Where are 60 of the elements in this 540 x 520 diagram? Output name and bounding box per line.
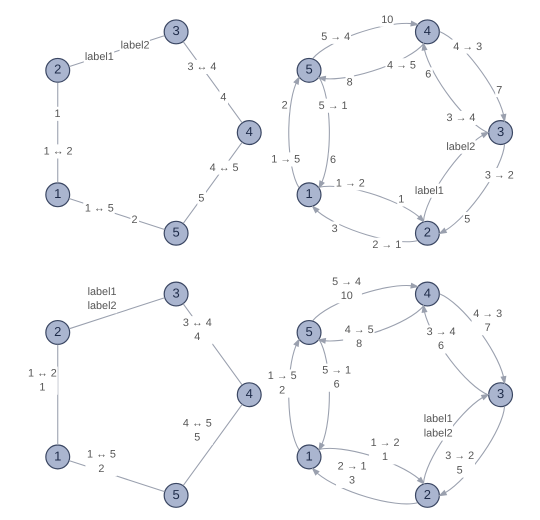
edge-label: 5 → 1	[318, 100, 348, 112]
edge-label: 3 → 2	[444, 450, 474, 462]
edge-label: 3	[348, 474, 355, 487]
edge-label: 1 → 2	[370, 436, 400, 449]
edge-label: 1	[398, 194, 404, 206]
edge-label: 7	[484, 322, 490, 334]
edge-label: 8	[356, 338, 362, 350]
edge-label: 2 → 1	[372, 239, 401, 252]
edge-label: 5	[194, 432, 200, 444]
edge-label: label1	[87, 286, 116, 298]
edge-label: label2	[87, 300, 116, 312]
edge-label: 4 → 3	[472, 308, 502, 320]
edge-label: 2	[130, 214, 138, 226]
edge-label: 6	[329, 154, 336, 166]
edge-label: 2	[98, 462, 104, 475]
edge-label: 1	[382, 450, 388, 463]
edge-label: label1	[423, 413, 452, 426]
edge-label: 3 ↔ 4	[182, 316, 212, 329]
edge-label: 4 ↔ 5	[182, 418, 212, 430]
edge-label: 3 ↔ 4	[187, 61, 216, 74]
edge-label: 7	[496, 84, 502, 96]
edge-label: label1	[414, 184, 444, 197]
edge-label: label2	[120, 40, 150, 52]
edge-label: 6	[333, 378, 340, 390]
edge-label: 10	[380, 14, 393, 26]
edge-label: 2	[281, 100, 288, 112]
edge-label: 6	[437, 340, 444, 352]
edge-label: 4 → 3	[452, 40, 482, 53]
edge-label: 1 → 5	[270, 154, 300, 166]
edge-label: 3 → 2	[484, 169, 514, 182]
edge-label: label2	[446, 140, 475, 153]
edge-label: 1 → 5	[267, 370, 296, 382]
edge-label: label2	[423, 427, 452, 440]
edge-label: 1	[54, 108, 60, 120]
edge-label: 5	[464, 213, 470, 226]
edge-label: 5 → 1	[322, 364, 351, 376]
edge-label: 4	[220, 92, 226, 104]
edge-label: 4 → 5	[344, 324, 374, 336]
edge-label: 5	[198, 192, 204, 204]
edge-label: 3 → 4	[426, 326, 455, 338]
edge-label: 6	[424, 68, 431, 81]
edge-label: label1	[84, 51, 114, 64]
edge-label: 1 ↔ 2	[43, 146, 72, 158]
edge-label: 3 → 4	[446, 112, 475, 124]
edge-label: 4 → 5	[386, 60, 416, 72]
edge-label: 1 ↔ 5	[86, 448, 116, 461]
edge-label: 2 → 1	[337, 460, 366, 473]
edge-label: 1 ↔ 5	[84, 202, 114, 214]
edge-label: 5	[456, 464, 462, 476]
edge-label: 1	[38, 381, 45, 394]
edge-label: 2	[278, 384, 285, 396]
edge-label: 5 → 4	[320, 31, 350, 44]
edge-label: 5 → 4	[332, 276, 361, 288]
edge-label: 1 → 2	[335, 177, 364, 190]
edge-label: 4 ↔ 5	[209, 162, 238, 174]
edge-label: 8	[346, 76, 352, 89]
edge-label: 10	[340, 290, 352, 302]
edge-label: 4	[194, 330, 200, 343]
edge-label: 1 ↔ 2	[27, 367, 56, 380]
edge-label: 3	[331, 222, 338, 235]
